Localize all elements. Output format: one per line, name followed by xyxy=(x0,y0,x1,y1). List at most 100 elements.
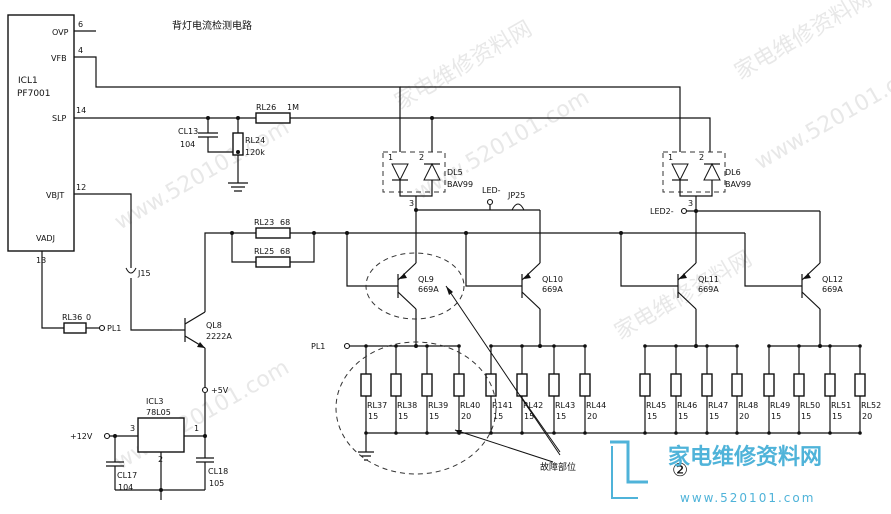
transistor-ref: QL12 xyxy=(822,275,843,284)
r36-value: 0 xyxy=(86,313,91,322)
pin-number: 4 xyxy=(78,46,83,55)
transistor-part: 669A xyxy=(822,285,843,294)
r23-ref: RL23 xyxy=(254,218,274,227)
resistor-rl43: RL43 15 xyxy=(548,344,575,435)
ic-part: PF7001 xyxy=(17,89,51,99)
resistor-value: 20 xyxy=(739,412,749,421)
resistor-value: 15 xyxy=(429,412,439,421)
dl5-pin3: 3 xyxy=(409,199,414,208)
fault-arrows xyxy=(445,285,561,463)
ic3-part: 78L05 xyxy=(146,408,171,417)
q8-ref: QL8 xyxy=(206,321,222,330)
r26-value: 1M xyxy=(287,103,299,112)
r24-ref: RL24 xyxy=(245,136,265,145)
resistor-rl26 xyxy=(255,112,291,124)
resistor-rl25 xyxy=(255,256,291,268)
diode-dl6 xyxy=(662,151,726,210)
ic3-pin-out: 1 xyxy=(194,424,199,433)
pin-number: 6 xyxy=(78,20,83,29)
logo-text: 家电维修资料网 xyxy=(668,444,822,470)
pl1-label: PL1 xyxy=(107,324,121,333)
resistor-value: 15 xyxy=(678,412,688,421)
dl6-part: BAV99 xyxy=(725,180,751,189)
resistor-rl23 xyxy=(255,227,291,239)
c13-value: 104 xyxy=(180,140,195,149)
watermark-text: www.520101.com xyxy=(751,55,891,175)
resistor-value: 20 xyxy=(461,412,471,421)
resistor-bank: RL3715RL3815RL3915RL4020R14115RL4215RL43… xyxy=(360,344,881,435)
transistor-part: 669A xyxy=(418,285,439,294)
resistor-ref: RL51 xyxy=(831,401,851,410)
watermark-text: www.520101.com xyxy=(411,85,594,205)
r23-value: 68 xyxy=(280,218,290,227)
watermark-cn-text: 家电维修资料网 xyxy=(611,247,757,346)
plus5v-label: +5V xyxy=(211,386,229,395)
watermark-text: www.520101.com xyxy=(111,355,294,475)
resistor-ref: RL43 xyxy=(555,401,575,410)
jp25-label: JP25 xyxy=(507,191,525,200)
watermark-cn-text: 家电维修资料网 xyxy=(731,0,877,85)
c18-value: 105 xyxy=(209,479,224,488)
pin-number: 13 xyxy=(36,256,46,265)
pin-label-vbjt: VBJT xyxy=(46,191,64,200)
resistor-rl40: RL40 20 xyxy=(453,344,480,435)
dl5-ref: DL5 xyxy=(447,168,463,177)
dl6-pin3: 3 xyxy=(688,199,693,208)
resistor-value: 15 xyxy=(771,412,781,421)
dl5-pin2: 2 xyxy=(419,153,424,162)
transistor-part: 669A xyxy=(542,285,563,294)
ic-icl1: ICL1 PF7001 OVP VFB SLP VBJT VADJ 6 4 14… xyxy=(7,14,86,265)
resistor-ref: RL44 xyxy=(586,401,606,410)
r36-ref: RL36 xyxy=(62,313,82,322)
resistor-ref: R141 xyxy=(492,401,513,410)
resistor-ref: RL52 xyxy=(861,401,881,410)
resistor-rl49: RL49 15 xyxy=(763,344,790,435)
logo-url: www.520101.com xyxy=(680,491,815,505)
resistor-value: 15 xyxy=(524,412,534,421)
q8-part: 2222A xyxy=(206,332,232,341)
resistor-value: 15 xyxy=(398,412,408,421)
dl6-pin2: 2 xyxy=(699,153,704,162)
resistor-ref: RL40 xyxy=(460,401,480,410)
resistor-rl39: RL39 15 xyxy=(421,344,448,435)
led-minus-label: LED- xyxy=(482,186,501,195)
r25-value: 68 xyxy=(280,247,290,256)
plus12v-label: +12V xyxy=(70,432,93,441)
c18-ref: CL18 xyxy=(208,467,228,476)
transistor-ref: QL10 xyxy=(542,275,563,284)
resistor-ref: RL38 xyxy=(397,401,417,410)
pl1-bank-label: PL1 xyxy=(311,342,325,351)
dl6-ref: DL6 xyxy=(725,168,741,177)
resistor-ref: RL49 xyxy=(770,401,790,410)
ic-name: ICL1 xyxy=(18,76,38,86)
pin-label-slp: SLP xyxy=(52,114,67,123)
transistor-part: 669A xyxy=(698,285,719,294)
resistor-ref: RL50 xyxy=(800,401,820,410)
r26-ref: RL26 xyxy=(256,103,276,112)
site-logo: 家电维修资料网 www.520101.com xyxy=(610,440,822,505)
resistor-value: 15 xyxy=(801,412,811,421)
transistor-ref: QL11 xyxy=(698,275,719,284)
resistor-ref: RL42 xyxy=(523,401,543,410)
pin-number: 12 xyxy=(76,183,86,192)
resistor-ref: RL48 xyxy=(738,401,758,410)
c17-ref: CL17 xyxy=(117,471,137,480)
resistor-ref: RL45 xyxy=(646,401,666,410)
fault-circle-ql9 xyxy=(365,252,465,320)
resistor-ref: RL39 xyxy=(428,401,448,410)
r24-value: 120k xyxy=(245,148,265,157)
resistor-value: 15 xyxy=(368,412,378,421)
watermark-cn-text: 家电维修资料网 xyxy=(391,17,537,116)
resistor-value: 15 xyxy=(556,412,566,421)
fault-label: 故障部位 xyxy=(540,461,576,473)
pin-number: 14 xyxy=(76,106,86,115)
circle-number: ② xyxy=(672,460,688,481)
resistor-value: 20 xyxy=(587,412,597,421)
transistor-ql8 xyxy=(172,311,206,349)
